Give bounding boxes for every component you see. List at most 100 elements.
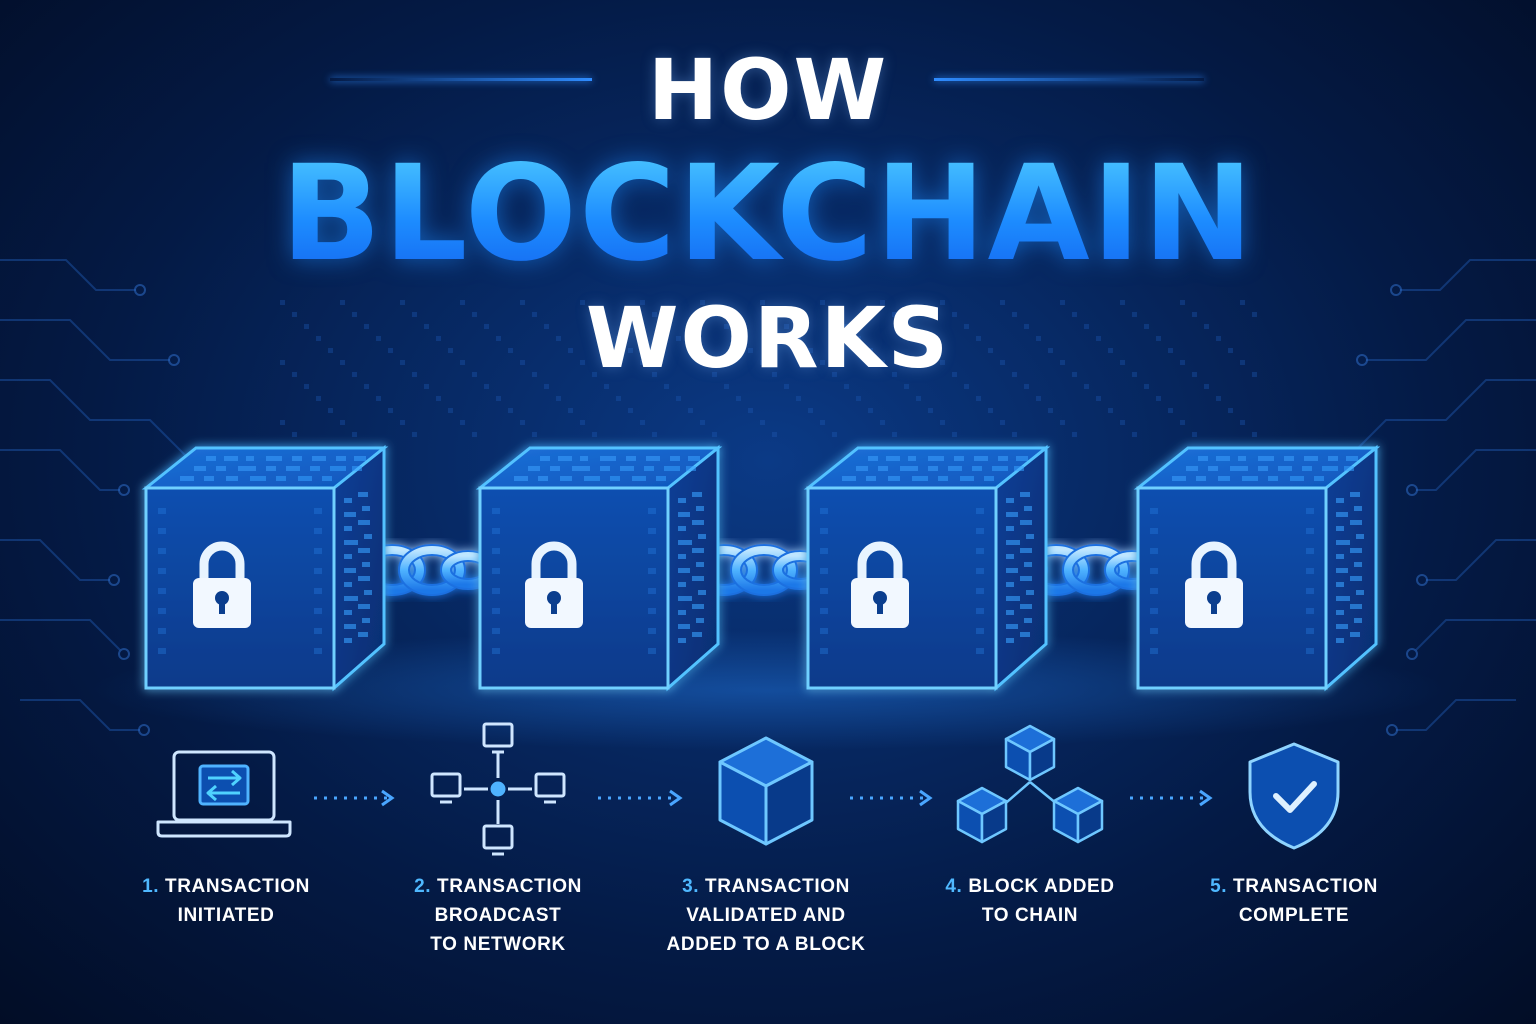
grid-dot [388, 408, 393, 413]
grid-dot [652, 312, 657, 317]
grid-dot [1192, 432, 1197, 437]
grid-dot [1156, 396, 1161, 401]
grid-dot [532, 312, 537, 317]
grid-dot [1168, 348, 1173, 353]
grid-dot [808, 348, 813, 353]
grid-dot [1024, 384, 1029, 389]
grid-dot [400, 300, 405, 305]
grid-dot [868, 408, 873, 413]
step-3-label: 3. TRANSACTION VALIDATED AND ADDED TO A … [646, 872, 886, 959]
grid-dot [520, 420, 525, 425]
grid-dot [400, 420, 405, 425]
grid-dot [412, 432, 417, 437]
grid-dot [1048, 408, 1053, 413]
grid-dot [772, 312, 777, 317]
grid-dot [724, 324, 729, 329]
grid-dot [676, 396, 681, 401]
step-number: 3. [682, 876, 700, 897]
grid-dot [748, 348, 753, 353]
grid-dot [1192, 312, 1197, 317]
shield-check-icon [1248, 742, 1340, 850]
arrow-head-1 [381, 789, 395, 807]
grid-dot [952, 312, 957, 317]
grid-dot [856, 396, 861, 401]
grid-dot [892, 312, 897, 317]
grid-dot [376, 396, 381, 401]
grid-dot [940, 300, 945, 305]
grid-dot [916, 396, 921, 401]
grid-dot [820, 300, 825, 305]
grid-dot [844, 384, 849, 389]
grid-dot [784, 384, 789, 389]
grid-dot [652, 372, 657, 377]
step-text: BLOCK ADDED TO CHAIN [968, 876, 1115, 926]
grid-dot [1000, 420, 1005, 425]
grid-dot [328, 408, 333, 413]
grid-dot [1108, 348, 1113, 353]
grid-dot [796, 396, 801, 401]
step-5-label: 5. TRANSACTION COMPLETE [1174, 872, 1414, 930]
title-decoration-line-left [330, 78, 592, 81]
grid-dot [592, 312, 597, 317]
step-1-label: 1. TRANSACTION INITIATED [106, 872, 346, 930]
grid-dot [1240, 300, 1245, 305]
grid-dot [1036, 396, 1041, 401]
grid-dot [484, 324, 489, 329]
grid-dot [1144, 384, 1149, 389]
step-text: TRANSACTION BROADCAST TO NETWORK [430, 876, 582, 955]
grid-dot [544, 324, 549, 329]
grid-dot [1072, 372, 1077, 377]
grid-dot [352, 312, 357, 317]
grid-dot [784, 324, 789, 329]
grid-dot [1060, 360, 1065, 365]
grid-dot [736, 396, 741, 401]
grid-dot [1180, 360, 1185, 365]
grid-dot [496, 396, 501, 401]
grid-dot [592, 432, 597, 437]
grid-dot [352, 372, 357, 377]
grid-dot [280, 420, 285, 425]
grid-dot [364, 384, 369, 389]
grid-dot [424, 384, 429, 389]
grid-dot [868, 348, 873, 353]
grid-dot [976, 396, 981, 401]
grid-dot [400, 360, 405, 365]
grid-dot [592, 372, 597, 377]
grid-dot [280, 300, 285, 305]
grid-dot [1252, 432, 1257, 437]
grid-dot [880, 360, 885, 365]
title-decoration-line-right [934, 78, 1204, 81]
grid-dot [940, 420, 945, 425]
step-number: 1. [142, 876, 160, 897]
grid-dot [616, 396, 621, 401]
grid-dot [1036, 336, 1041, 341]
grid-dot [460, 420, 465, 425]
grid-dot [916, 336, 921, 341]
grid-dot [700, 420, 705, 425]
grid-dot [688, 348, 693, 353]
grid-dot [640, 420, 645, 425]
grid-dot [1072, 312, 1077, 317]
cube-icon [718, 736, 814, 846]
grid-dot [328, 348, 333, 353]
grid-dot [520, 360, 525, 365]
grid-dot [748, 408, 753, 413]
grid-dot [508, 348, 513, 353]
title-how: HOW [647, 41, 889, 139]
grid-dot [832, 372, 837, 377]
grid-dot [448, 348, 453, 353]
grid-dot [1072, 432, 1077, 437]
grid-dot [1120, 420, 1125, 425]
grid-dot [448, 408, 453, 413]
grid-dot [1096, 336, 1101, 341]
grid-dot [460, 360, 465, 365]
grid-dot [1012, 312, 1017, 317]
grid-dot [976, 336, 981, 341]
grid-dot [604, 324, 609, 329]
grid-dot [520, 300, 525, 305]
grid-dot [472, 432, 477, 437]
grid-dot [808, 408, 813, 413]
grid-dot [1252, 312, 1257, 317]
grid-dot [760, 300, 765, 305]
